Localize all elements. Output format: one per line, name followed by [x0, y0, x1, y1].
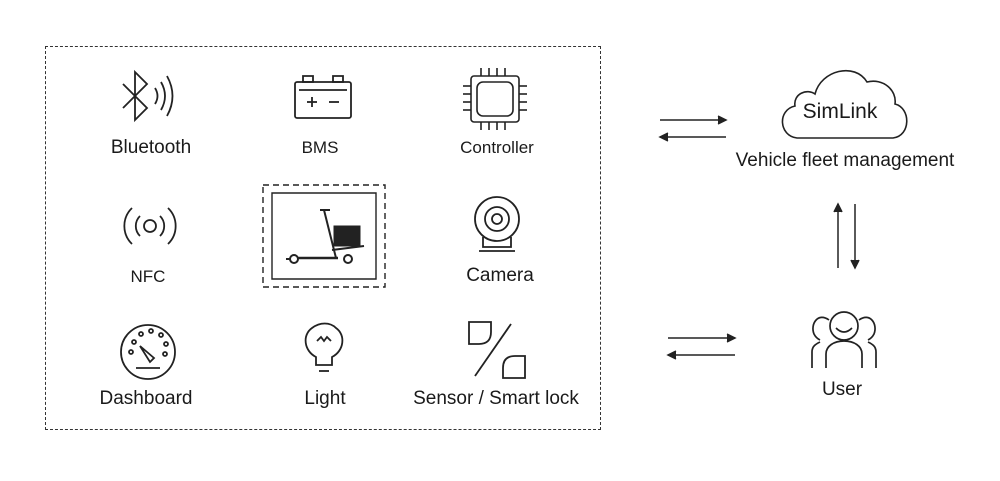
nfc-icon	[118, 198, 182, 254]
user-label: User	[821, 379, 863, 400]
arrow-cloud-to-user	[850, 204, 860, 270]
sensor-label: Sensor / Smart lock	[413, 388, 579, 409]
bluetooth-icon	[115, 68, 185, 124]
dashboard-label: Dashboard	[99, 388, 193, 409]
arrow-user-to-frame	[666, 350, 735, 360]
light-label: Light	[304, 388, 346, 409]
battery-icon	[293, 72, 353, 120]
device-modules-frame	[45, 46, 601, 430]
arrow-cloud-to-frame	[658, 132, 726, 142]
cloud-caption: Vehicle fleet management	[735, 150, 955, 171]
scooter-icon	[262, 184, 386, 288]
nfc-label: NFC	[130, 267, 166, 286]
cloud-name: SimLink	[802, 100, 878, 123]
user-group-icon	[806, 308, 882, 370]
camera-icon	[467, 195, 527, 257]
dashboard-icon	[118, 322, 178, 380]
bms-label: BMS	[301, 138, 339, 157]
bulb-icon	[300, 321, 348, 381]
arrow-user-to-cloud	[833, 202, 843, 268]
arrow-frame-to-cloud	[660, 115, 728, 125]
arrow-frame-to-user	[668, 333, 737, 343]
sensor-lock-icon	[467, 320, 527, 380]
controller-label: Controller	[460, 138, 534, 157]
camera-label: Camera	[466, 265, 534, 286]
chip-icon	[462, 67, 528, 131]
bluetooth-label: Bluetooth	[110, 137, 192, 158]
cloud-icon	[779, 60, 911, 142]
